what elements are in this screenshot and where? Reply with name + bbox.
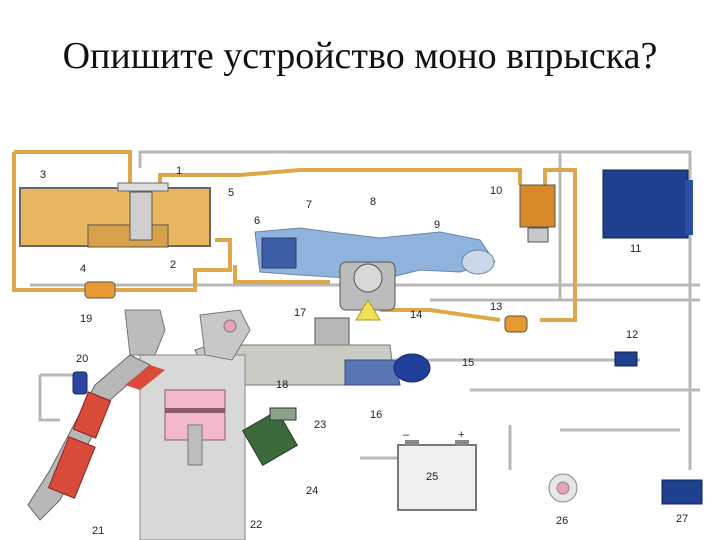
fuel-filter xyxy=(84,281,116,299)
label-8: 8 xyxy=(370,196,376,208)
label-27: 27 xyxy=(676,513,688,525)
air-filter-housing xyxy=(254,227,496,281)
battery-minus: – xyxy=(403,429,410,441)
fuel-lines xyxy=(12,150,577,322)
label-12: 12 xyxy=(626,329,638,341)
engine-block xyxy=(124,309,251,540)
exhaust-pipe xyxy=(27,354,165,521)
label-26: 26 xyxy=(556,515,568,527)
label-24: 24 xyxy=(306,485,318,497)
manifold-heater xyxy=(344,359,401,386)
throttle-body xyxy=(314,261,396,347)
purge-valve xyxy=(504,315,528,333)
coolant-sensor xyxy=(614,351,638,367)
callout-labels: 1 2 3 4 5 6 7 8 9 10 11 12 13 14 15 16 1… xyxy=(40,165,688,537)
battery: – + xyxy=(397,429,477,511)
ecu-unit xyxy=(602,169,693,239)
label-16: 16 xyxy=(370,409,382,421)
label-4: 4 xyxy=(80,263,86,275)
label-10: 10 xyxy=(490,185,502,197)
label-14: 14 xyxy=(410,309,422,321)
label-20: 20 xyxy=(76,353,88,365)
label-11: 11 xyxy=(630,243,641,255)
label-18: 18 xyxy=(276,379,288,391)
label-3: 3 xyxy=(40,169,46,181)
label-19: 19 xyxy=(80,313,92,325)
label-21: 21 xyxy=(92,525,104,537)
page-title: Опишите устройство моно впрыска? xyxy=(62,35,658,77)
charcoal-canister xyxy=(393,353,431,383)
label-13: 13 xyxy=(490,301,502,313)
label-25: 25 xyxy=(426,471,438,483)
label-7: 7 xyxy=(306,199,312,211)
diagnostic-relay xyxy=(661,479,703,505)
label-9: 9 xyxy=(434,219,440,231)
label-5: 5 xyxy=(228,187,234,199)
ignition-distributor xyxy=(241,407,299,467)
label-23: 23 xyxy=(314,419,326,431)
label-6: 6 xyxy=(254,215,260,227)
battery-plus: + xyxy=(458,429,464,441)
lambda-sensor xyxy=(72,371,88,395)
label-22: 22 xyxy=(250,519,262,531)
label-2: 2 xyxy=(170,259,176,271)
pressure-regulator xyxy=(519,184,556,243)
ignition-switch xyxy=(548,473,578,503)
label-15: 15 xyxy=(462,357,474,369)
fuel-tank xyxy=(19,182,211,248)
label-17: 17 xyxy=(294,307,306,319)
label-1: 1 xyxy=(176,165,182,177)
